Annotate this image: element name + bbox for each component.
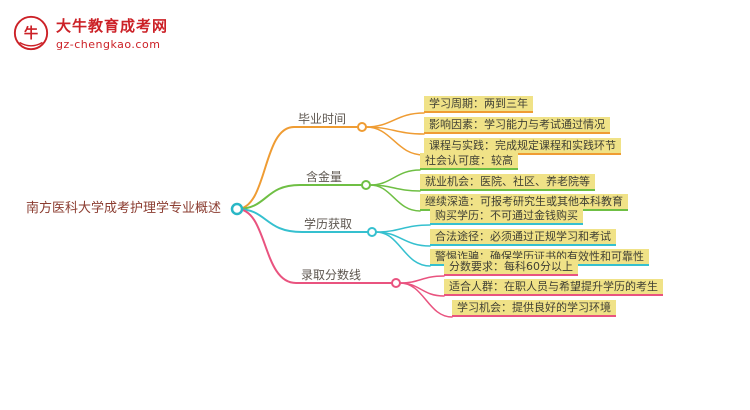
leaf-job-opportunities[interactable]: 就业机会：医院、社区、养老院等 <box>420 174 595 191</box>
leaf-social-recognition[interactable]: 社会认可度：较高 <box>420 153 518 170</box>
value-child-lines <box>369 169 421 212</box>
site-logo: 牛 大牛教育成考网 gz-chengkao.com <box>12 14 168 52</box>
mindmap-root-node[interactable]: 南方医科大学成考护理学专业概述 <box>26 201 222 216</box>
leaf-course-practice[interactable]: 课程与实践：完成规定课程和实践环节 <box>424 138 621 155</box>
leaf-study-period[interactable]: 学习周期：两到三年 <box>424 96 533 113</box>
branch-trunk-lines <box>236 126 393 284</box>
degree-child-lines <box>375 224 431 267</box>
leaf-influence-factors[interactable]: 影响因素：学习能力与考试通过情况 <box>424 117 610 134</box>
graduation-time-child-lines <box>365 112 425 156</box>
value-circle[interactable] <box>361 180 371 190</box>
svg-text:牛: 牛 <box>24 24 38 42</box>
score-child-lines <box>399 275 453 318</box>
score-circle[interactable] <box>391 278 401 288</box>
leaf-legal-path[interactable]: 合法途径：必须通过正规学习和考试 <box>430 229 616 246</box>
graduation-time-circle[interactable] <box>357 122 367 132</box>
branch-value[interactable]: 含金量 <box>306 170 343 184</box>
leaf-buy-degree[interactable]: 购买学历：不可通过金钱购买 <box>430 208 583 225</box>
branch-degree[interactable]: 学历获取 <box>304 217 353 231</box>
leaf-suitable-people[interactable]: 适合人群：在职人员与希望提升学历的考生 <box>444 279 663 296</box>
bull-logo-icon: 牛 <box>13 15 49 51</box>
leaf-score-requirement[interactable]: 分数要求：每科60分以上 <box>444 259 578 276</box>
site-domain: gz-chengkao.com <box>56 38 161 51</box>
logo-text-block: 大牛教育成考网 gz-chengkao.com <box>56 14 168 52</box>
branch-graduation-time[interactable]: 毕业时间 <box>298 112 347 126</box>
root-node-circle[interactable] <box>230 202 244 216</box>
site-name: 大牛教育成考网 <box>56 17 169 35</box>
branch-score-line[interactable]: 录取分数线 <box>301 268 362 282</box>
degree-circle[interactable] <box>367 227 377 237</box>
leaf-learning-opportunity[interactable]: 学习机会：提供良好的学习环境 <box>452 300 616 317</box>
